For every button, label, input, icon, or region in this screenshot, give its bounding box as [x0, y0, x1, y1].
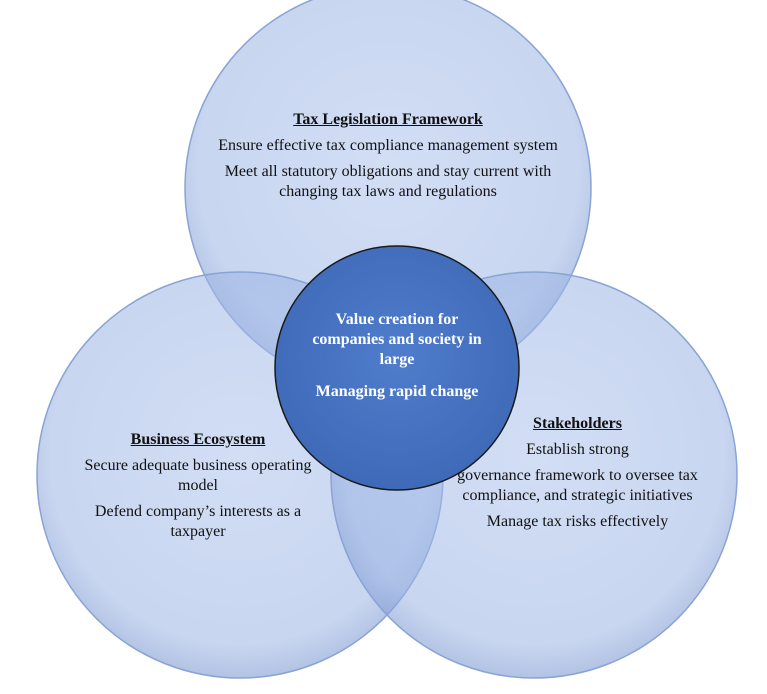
top-circle-line2: Meet all statutory obligations and stay …	[224, 163, 552, 200]
top-circle-text: Tax Legislation Framework Ensure effecti…	[218, 110, 558, 208]
right-circle-line3: Manage tax risks effectively	[486, 513, 669, 530]
top-circle-line1: Ensure effective tax compliance manageme…	[218, 137, 558, 154]
left-circle-heading: Business Ecosystem	[130, 431, 266, 448]
center-circle-text: Value creation for companies and society…	[302, 310, 492, 414]
top-circle-heading: Tax Legislation Framework	[293, 111, 483, 128]
left-circle-line1: Secure adequate business operating model	[84, 457, 312, 494]
center-circle-line1: Value creation for companies and society…	[312, 311, 482, 368]
right-circle-line2: governance framework to oversee tax comp…	[457, 467, 698, 504]
center-circle-line2: Managing rapid change	[315, 383, 479, 400]
right-circle-heading: Stakeholders	[533, 415, 622, 432]
right-circle-text: Stakeholders Establish strong governance…	[455, 414, 700, 538]
left-circle-line2: Defend company’s interests as a taxpayer	[94, 503, 302, 540]
left-circle-text: Business Ecosystem Secure adequate busin…	[68, 430, 328, 548]
center-circle	[274, 245, 520, 491]
right-circle-line1: Establish strong	[526, 441, 629, 458]
